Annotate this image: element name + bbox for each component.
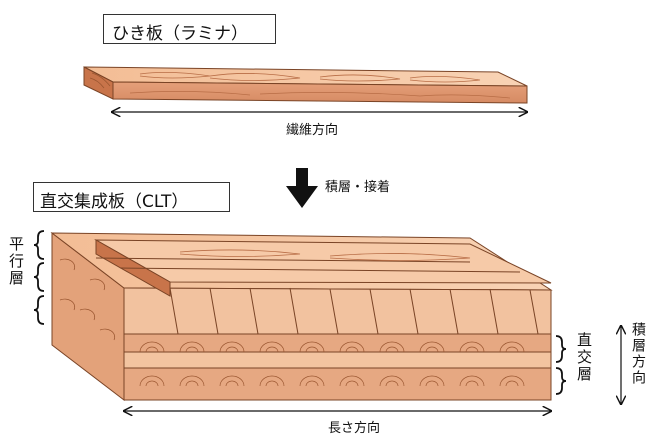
- stack-direction-label: 積層方向: [630, 322, 646, 386]
- lamina-title: ひき板（ラミナ）: [112, 24, 248, 44]
- length-direction-label: 長さ方向: [328, 421, 381, 436]
- down-arrow-icon: [286, 168, 318, 208]
- parallel-layer-braces: [33, 230, 45, 325]
- cross-layer-braces: [555, 335, 567, 395]
- lamina-title-box: ひき板（ラミナ）: [103, 14, 276, 44]
- clt-title: 直交集成板（CLT）: [40, 192, 189, 212]
- stack-glue-label: 積層・接着: [325, 180, 391, 195]
- lamina-board: [83, 66, 528, 104]
- parallel-layer-label: 平行層: [7, 236, 25, 287]
- cross-layer-label: 直交層: [575, 332, 593, 383]
- clt-title-box: 直交集成板（CLT）: [33, 182, 230, 212]
- fiber-direction-label: 繊維方向: [286, 123, 339, 138]
- clt-block: [50, 231, 553, 402]
